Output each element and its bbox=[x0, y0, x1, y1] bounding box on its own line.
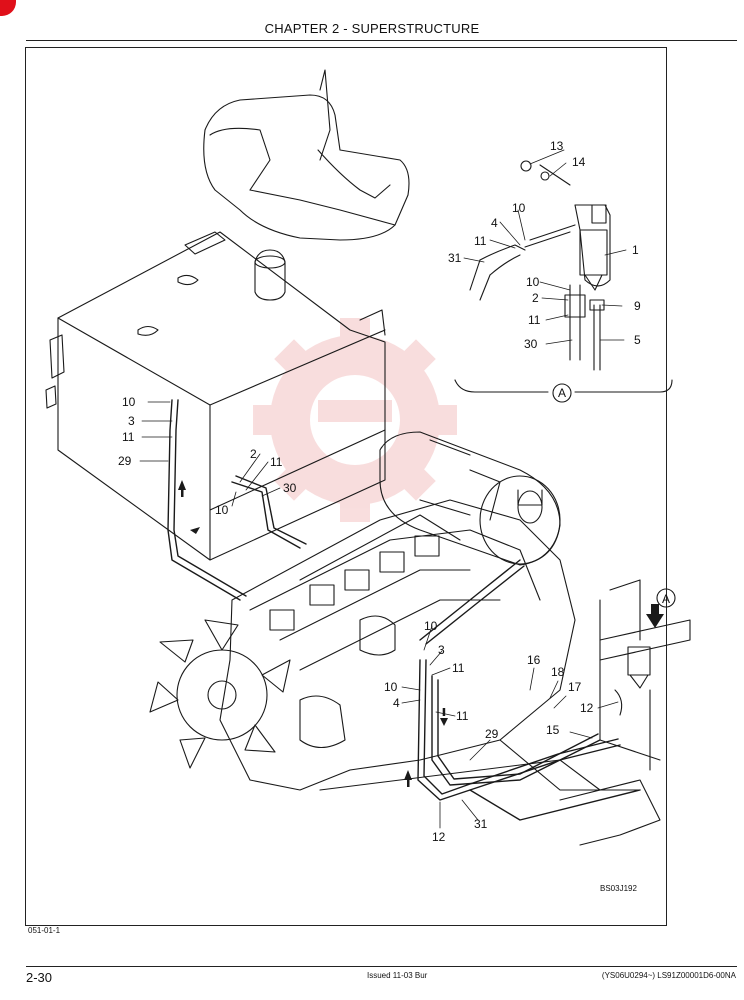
callout-9: 9 bbox=[634, 299, 641, 313]
callout-29b: 29 bbox=[485, 727, 499, 741]
detail-a-marker bbox=[656, 588, 676, 608]
detail-a-label: A bbox=[558, 386, 566, 400]
callout-31: 31 bbox=[448, 251, 462, 265]
callout-29: 29 bbox=[118, 454, 132, 468]
figure-code: 051-01-1 bbox=[28, 926, 61, 935]
callout-2: 2 bbox=[532, 291, 539, 305]
callout-30b: 30 bbox=[283, 481, 297, 495]
callout-15: 15 bbox=[546, 723, 560, 737]
callout-10e: 10 bbox=[424, 619, 438, 633]
hydraulic-tank bbox=[45, 231, 386, 561]
callout-3: 3 bbox=[128, 414, 135, 428]
leader-lines bbox=[139, 149, 627, 829]
detail-a-view bbox=[454, 160, 673, 403]
callout-3b: 3 bbox=[438, 643, 445, 657]
detail-callouts: 13 14 10 4 11 1 31 10 2 9 11 5 30 A bbox=[448, 139, 641, 400]
callout-13: 13 bbox=[550, 139, 564, 153]
muffler-cylinders bbox=[379, 431, 561, 566]
callout-10: 10 bbox=[512, 201, 526, 215]
callout-12: 12 bbox=[580, 701, 594, 715]
callout-12b: 12 bbox=[432, 830, 446, 844]
callout-4: 4 bbox=[491, 216, 498, 230]
engine-callouts: 10 3 11 10 4 11 16 18 17 12 15 29 12 31 … bbox=[384, 592, 670, 844]
tank-callouts: 10 3 11 29 2 11 30 10 bbox=[118, 395, 297, 517]
serial-range: (YS06U0294~) LS91Z00001D6-00NA bbox=[601, 971, 736, 980]
detail-a-marker-label: A bbox=[662, 592, 670, 606]
machine-frame bbox=[499, 579, 691, 846]
engine-block bbox=[219, 499, 601, 791]
callout-10d: 10 bbox=[215, 503, 229, 517]
issue-date: Issued 11-03 Bur bbox=[367, 971, 428, 980]
chapter-title: CHAPTER 2 - SUPERSTRUCTURE bbox=[264, 21, 480, 36]
image-id: BS03J192 bbox=[600, 884, 637, 893]
callout-11d: 11 bbox=[270, 455, 283, 469]
callout-14: 14 bbox=[572, 155, 586, 169]
callout-17: 17 bbox=[568, 680, 582, 694]
figure-frame bbox=[25, 47, 667, 926]
callout-11f: 11 bbox=[456, 709, 469, 723]
callout-1: 1 bbox=[632, 243, 639, 257]
callout-4b: 4 bbox=[393, 696, 400, 710]
callout-10c: 10 bbox=[122, 395, 136, 409]
operator-seat bbox=[203, 69, 410, 241]
flow-arrows bbox=[178, 480, 664, 787]
callout-2b: 2 bbox=[250, 447, 257, 461]
page-number: 2-30 bbox=[26, 970, 53, 985]
callout-11c: 11 bbox=[122, 430, 135, 444]
fuel-lines bbox=[167, 399, 641, 821]
watermark-logo bbox=[253, 318, 457, 522]
callout-11b: 11 bbox=[528, 313, 541, 327]
callout-5: 5 bbox=[634, 333, 641, 347]
footer-rule bbox=[26, 966, 737, 967]
callout-10b: 10 bbox=[526, 275, 540, 289]
callout-10f: 10 bbox=[384, 680, 398, 694]
cooling-fan bbox=[149, 619, 291, 769]
callout-30: 30 bbox=[524, 337, 538, 351]
callout-31b: 31 bbox=[474, 817, 488, 831]
callout-11: 11 bbox=[474, 234, 487, 248]
header-rule bbox=[26, 40, 737, 41]
callout-18: 18 bbox=[551, 665, 565, 679]
callout-16: 16 bbox=[527, 653, 541, 667]
callout-11e: 11 bbox=[452, 661, 465, 675]
